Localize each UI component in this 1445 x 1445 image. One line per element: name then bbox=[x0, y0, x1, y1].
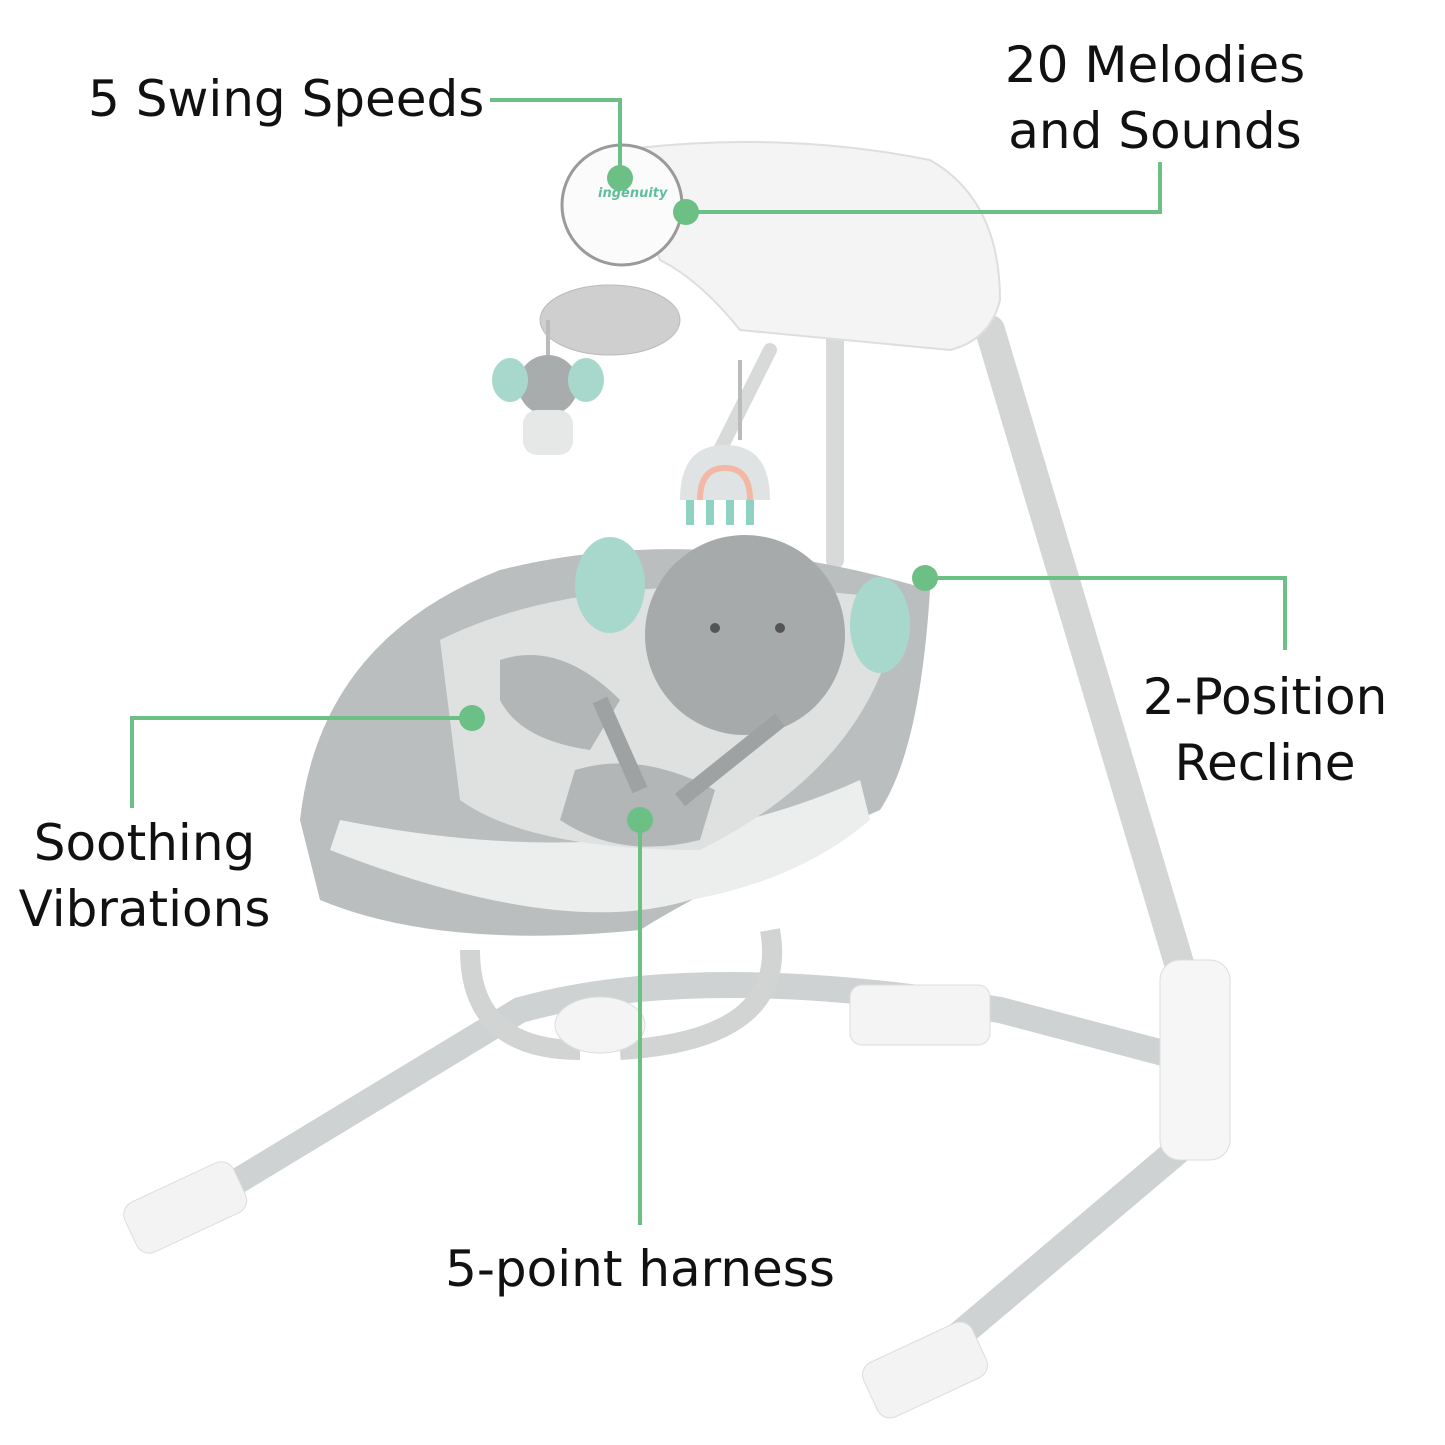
callout-harness: 5-point harness bbox=[440, 1236, 840, 1302]
callout-swing-speeds: 5 Swing Speeds bbox=[88, 66, 484, 132]
callout-text: Recline bbox=[1174, 734, 1356, 792]
vibration-unit bbox=[554, 996, 646, 1054]
callout-recline: 2-Position Recline bbox=[1130, 664, 1400, 796]
callout-text: 5 Swing Speeds bbox=[88, 70, 485, 128]
mobile-projector bbox=[539, 284, 681, 356]
rainbow-toy bbox=[680, 360, 770, 525]
frame-hub bbox=[849, 984, 991, 1046]
callout-line-recline bbox=[925, 576, 1287, 650]
callout-text: 5-point harness bbox=[445, 1240, 835, 1298]
callout-melodies: 20 Melodies and Sounds bbox=[1000, 32, 1310, 164]
callout-text: and Sounds bbox=[1008, 102, 1302, 160]
callout-line-vibrations bbox=[130, 716, 472, 808]
foot-left bbox=[123, 1161, 248, 1254]
callout-vibrations: Soothing Vibrations bbox=[12, 810, 277, 942]
elephant-toy bbox=[492, 320, 604, 455]
callout-line-melodies bbox=[686, 162, 1162, 214]
callout-text: Vibrations bbox=[18, 880, 271, 938]
brand-logo: ingenuity bbox=[598, 186, 668, 201]
foot-right bbox=[862, 1321, 988, 1419]
seat bbox=[300, 535, 930, 936]
callout-dots bbox=[459, 165, 938, 833]
callout-text: 2-Position bbox=[1142, 668, 1388, 726]
motor-arm bbox=[618, 141, 1002, 352]
callout-text: Soothing bbox=[33, 814, 256, 872]
frame-joint bbox=[1159, 959, 1231, 1161]
callout-text: 20 Melodies bbox=[1004, 36, 1306, 94]
seat-stand bbox=[460, 928, 783, 1060]
callout-line-swing-speeds bbox=[490, 98, 622, 178]
callout-lines bbox=[130, 98, 1287, 1225]
